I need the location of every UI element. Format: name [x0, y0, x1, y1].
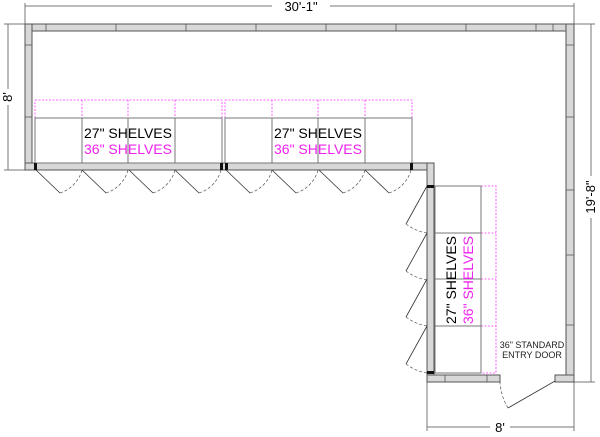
entry-door-label-line1: 36" STANDARD [500, 340, 565, 350]
dimension-bottom: 8' [426, 382, 575, 435]
shelf-label-36: 36" SHELVES [274, 141, 362, 157]
walls [24, 23, 575, 383]
dimension-overall-width: 30'-1" [284, 0, 318, 14]
shelf-label-27: 27" SHELVES [274, 125, 362, 141]
shelf-group-center: 27" SHELVES 36" SHELVES [224, 117, 413, 164]
shelf-group-left: 27" SHELVES 36" SHELVES [34, 117, 223, 164]
shelf-label-27: 27" SHELVES [443, 236, 459, 324]
dimension-top: 30'-1" [24, 0, 575, 24]
shelf-label-36: 36" SHELVES [84, 141, 172, 157]
dimension-right: 19'-8" [574, 23, 600, 383]
shelf-label-27: 27" SHELVES [84, 125, 172, 141]
dimension-left: 8' [0, 23, 25, 171]
dimension-overall-depth: 19'-8" [583, 180, 598, 214]
shelf-group-right: 27" SHELVES 36" SHELVES [434, 185, 482, 374]
cooler-doors-leg [405, 185, 434, 374]
entry-door: 36" STANDARD ENTRY DOOR [499, 340, 565, 409]
dimension-left-depth: 8' [0, 92, 15, 102]
dimension-leg-width: 8' [495, 420, 505, 435]
entry-door-label-line2: ENTRY DOOR [502, 350, 562, 360]
shelf-label-36: 36" SHELVES [460, 236, 476, 324]
cooler-doors-bottom [34, 163, 413, 194]
